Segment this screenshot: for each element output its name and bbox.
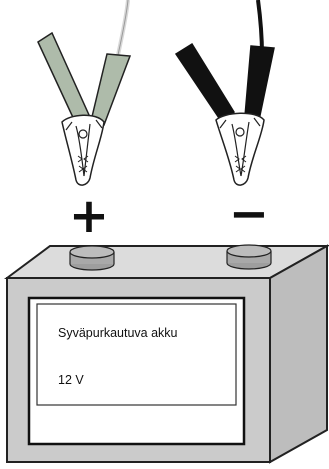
label-panel: [37, 304, 236, 405]
positive-sign: +: [66, 192, 112, 240]
negative-terminal: [227, 245, 271, 269]
positive-terminal: [70, 246, 114, 270]
battery: [7, 245, 327, 462]
battery-label-voltage: 12 V: [58, 373, 84, 387]
positive-clamp: [38, 33, 130, 185]
battery-label-name: Syväpurkautuva akku: [58, 326, 178, 340]
battery-side: [270, 246, 327, 462]
negative-sign: −: [226, 190, 272, 238]
negative-clamp: [176, 44, 274, 185]
